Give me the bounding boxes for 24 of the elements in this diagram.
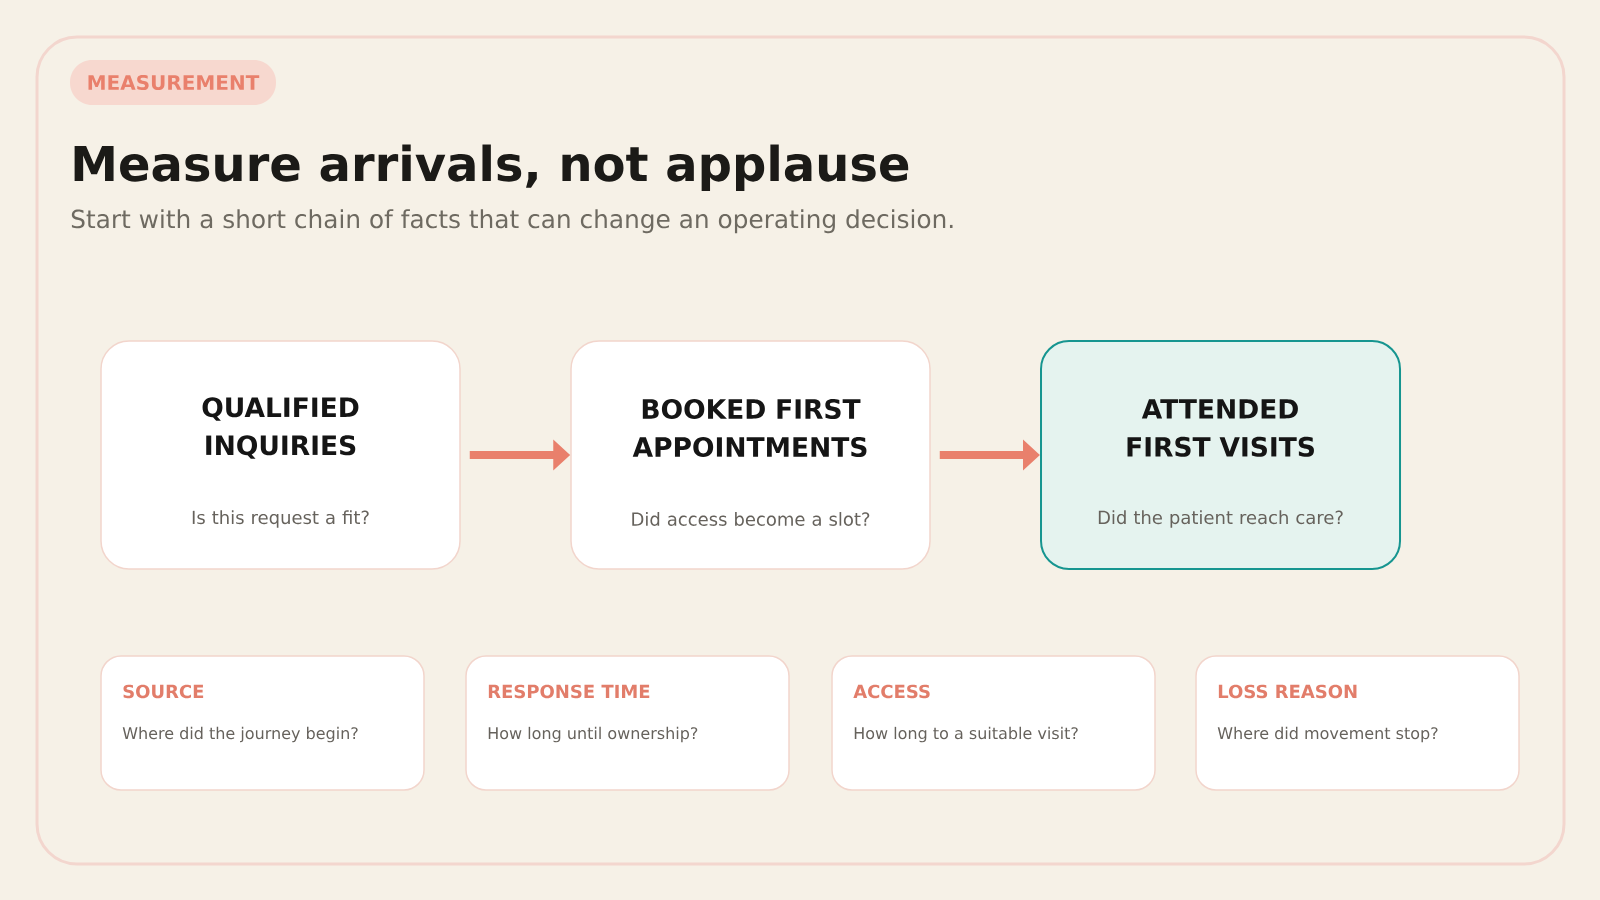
process-box bbox=[100, 340, 461, 570]
box-heading: ATTENDED FIRST VISITS bbox=[1127, 399, 1314, 457]
card-heading: ACCESS bbox=[853, 684, 930, 699]
process-box bbox=[570, 340, 931, 570]
box-question: Did access become a slot? bbox=[632, 512, 870, 526]
metric-card bbox=[100, 655, 425, 791]
metric-card bbox=[1195, 655, 1520, 791]
category-badge: MEASUREMENT bbox=[70, 60, 276, 105]
card-question: Where did the journey begin? bbox=[122, 726, 358, 743]
subtitle: Start with a short chain of facts that can change an operating decision. bbox=[71, 209, 953, 234]
highlight-box bbox=[1040, 340, 1401, 570]
card-question: How long until ownership? bbox=[488, 726, 698, 743]
card-heading: RESPONSE TIME bbox=[488, 684, 650, 699]
card-question: Where did movement stop? bbox=[1217, 726, 1438, 743]
card-question: How long to a suitable visit? bbox=[854, 726, 1078, 743]
card-heading: LOSS REASON bbox=[1218, 684, 1357, 699]
title: Measure arrivals, not applause bbox=[74, 144, 909, 191]
box-heading: QUALIFIED INQUIRIES bbox=[202, 397, 359, 459]
metric-card bbox=[465, 655, 790, 791]
box-question: Is this request a fit? bbox=[192, 510, 369, 528]
metric-card bbox=[831, 655, 1156, 791]
box-question: Did the patient reach care? bbox=[1098, 510, 1343, 528]
box-heading: BOOKED FIRST APPOINTMENTS bbox=[632, 398, 867, 457]
card-heading: SOURCE bbox=[123, 684, 204, 699]
